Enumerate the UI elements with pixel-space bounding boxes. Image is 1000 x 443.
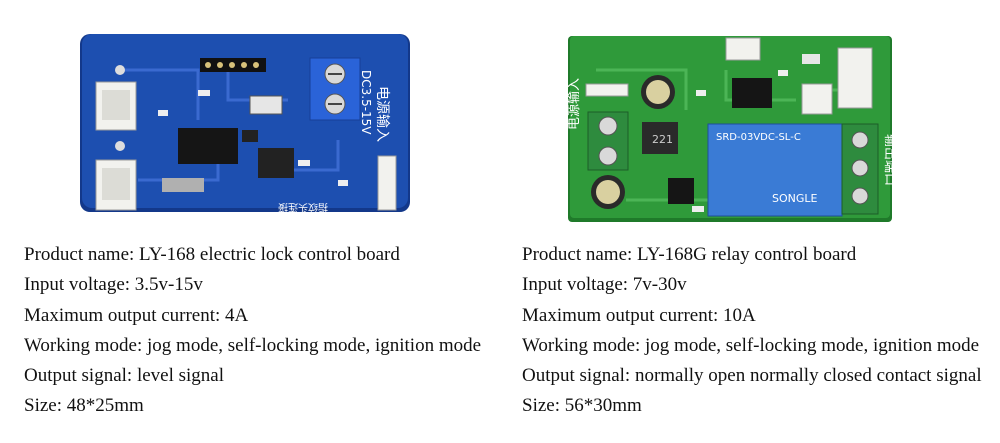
board-marking-inductor: 221 bbox=[652, 133, 673, 146]
relay-board-photo: 221 SRD-03VDC-SL-C SONGLE 电源输入 输出端口 bbox=[566, 36, 896, 222]
relay-model-marking: SRD-03VDC-SL-C bbox=[716, 132, 801, 143]
spec-list: Product name: LY-168G relay control boar… bbox=[522, 240, 982, 422]
spec-size: Size: 56*30mm bbox=[522, 395, 642, 417]
board-marking-power-input: 电源输入 bbox=[566, 78, 582, 130]
spec-working-mode: Working mode: jog mode, self-locking mod… bbox=[24, 334, 482, 356]
board-marking-voltage: DC3.5-15V bbox=[359, 70, 373, 135]
spec-max-current: Maximum output current: 10A bbox=[522, 304, 756, 326]
spec-output-signal: Output signal: normally open normally cl… bbox=[522, 365, 982, 387]
spec-output-signal: Output signal: level signal bbox=[24, 365, 225, 387]
relay-brand-marking: SONGLE bbox=[772, 192, 818, 205]
spec-size: Size: 48*25mm bbox=[24, 395, 144, 417]
spec-input-voltage: Input voltage: 7v-30v bbox=[522, 274, 687, 296]
spec-product-name: Product name: LY-168 electric lock contr… bbox=[24, 244, 400, 265]
board-marking-output-port: 输出端口 bbox=[882, 134, 896, 186]
spec-working-mode: Working mode: jog mode, self-locking mod… bbox=[522, 334, 980, 356]
spec-input-voltage: Input voltage: 3.5v-15v bbox=[24, 274, 203, 296]
spec-max-current: Maximum output current: 4A bbox=[24, 304, 249, 326]
board-marking-power-input: 电源输入 bbox=[374, 86, 390, 142]
electric-lock-board-photo: 电源输入 DC3.5-15V 指纹头连接 bbox=[80, 34, 410, 214]
spec-list: Product name: LY-168 electric lock contr… bbox=[24, 240, 481, 422]
board-marking-fingerprint: 指纹头连接 bbox=[278, 201, 328, 214]
spec-product-name: Product name: LY-168G relay control boar… bbox=[522, 244, 857, 265]
